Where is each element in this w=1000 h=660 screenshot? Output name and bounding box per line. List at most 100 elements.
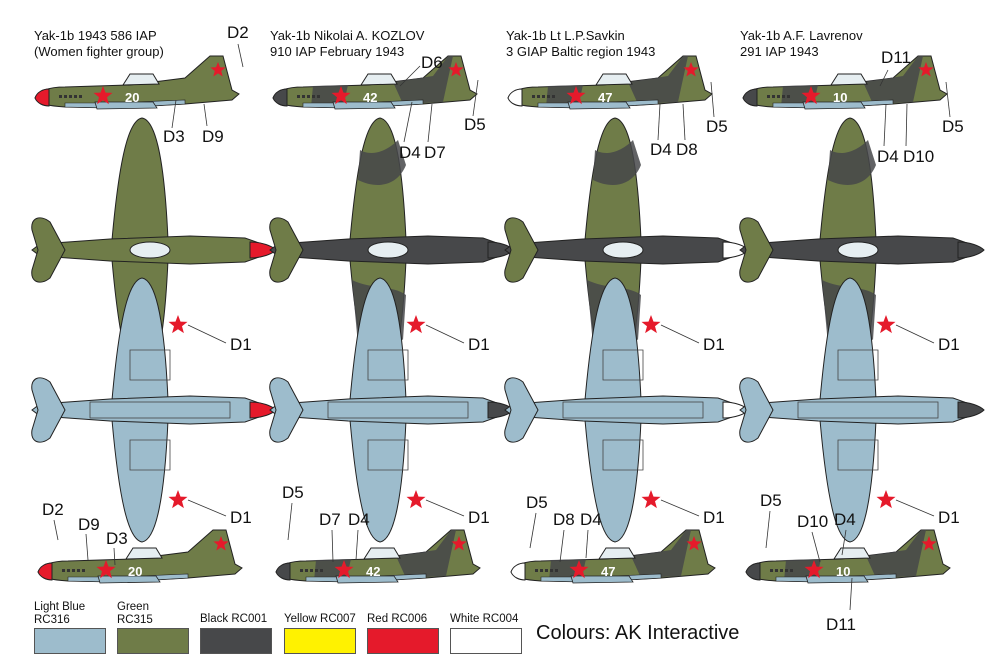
scheme-1-upper-side-profile: 20 [34, 55, 240, 110]
scheme-1-title: Yak-1b 1943 586 IAP (Women fighter group… [34, 28, 164, 60]
fuselage-star-icon [804, 560, 824, 579]
decal-label-d6: D6 [421, 53, 443, 72]
leader-line [710, 81, 715, 118]
canopy [833, 547, 871, 560]
tail-star-icon [213, 536, 229, 551]
decal-label-d11: D11 [881, 48, 911, 67]
swatch-red-label: Red RC006 [367, 613, 427, 626]
decal-label-d10: D10 [903, 147, 934, 166]
swatch-white-label: White RC004 [450, 613, 518, 626]
exhaust [535, 569, 538, 572]
canopy [129, 241, 171, 259]
exhaust [772, 95, 775, 98]
swatch-white-code: RC004 [482, 613, 519, 625]
gear-doors [129, 349, 171, 471]
decal-label-d7: D7 [319, 510, 341, 529]
decal-label-d8: D8 [676, 140, 698, 159]
exhaust [310, 569, 313, 572]
decal-label-d9: D9 [78, 515, 100, 534]
decal-label-d5: D5 [760, 491, 782, 510]
decal-label-d2: D2 [227, 23, 249, 42]
swatch-yellow [284, 628, 356, 654]
underside-star-icon [168, 490, 188, 509]
scheme-4-title: Yak-1b A.F. Lavrenov 291 IAP 1943 [740, 28, 863, 60]
scheme-2-underside-view [269, 277, 515, 543]
swatch-light-blue-code: RC316 [34, 614, 70, 626]
scheme-2-title-line2: 910 IAP February 1943 [270, 44, 405, 59]
tail-star-icon [683, 62, 699, 77]
scheme-1-title-line1: Yak-1b 1943 586 IAP [34, 28, 157, 43]
leader-line [403, 101, 413, 143]
exhaust [545, 569, 548, 572]
exhaust [79, 95, 82, 98]
underside-star-icon [641, 490, 661, 509]
fuselage [739, 395, 977, 425]
tailplane [31, 377, 66, 443]
exhaust [767, 95, 770, 98]
leader-line [841, 529, 847, 556]
decal-label-d1: D1 [230, 508, 252, 527]
exhaust [532, 95, 535, 98]
spinner [510, 562, 526, 581]
exhaust [547, 95, 550, 98]
decal-label-d8: D8 [553, 510, 575, 529]
swatch-black-code: RC001 [231, 613, 268, 625]
spinner [742, 88, 758, 107]
exhaust [775, 569, 778, 572]
exhaust [305, 569, 308, 572]
swatch-green [117, 628, 189, 654]
leader-line [113, 547, 116, 566]
decal-label-d10: D10 [797, 512, 828, 531]
fuselage-star-icon [569, 560, 589, 579]
swatch-yellow-label: Yellow RC007 [284, 613, 356, 626]
tailplane [269, 377, 304, 443]
decal-label-d5: D5 [526, 493, 548, 512]
decal-label-d1: D1 [703, 335, 725, 354]
scheme-2-title: Yak-1b Nikolai A. KOZLOV 910 IAP Februar… [270, 28, 424, 60]
tactical-number: 10 [836, 564, 850, 579]
decal-label-d4: D4 [834, 510, 856, 529]
panel-lines [327, 401, 469, 419]
underside-star-icon [876, 490, 896, 509]
underside-star-icon [641, 315, 661, 334]
canopy [367, 241, 409, 259]
decal-label-d9: D9 [202, 127, 224, 146]
scheme-4-lower-side-profile: 10 [745, 529, 951, 584]
exhaust [315, 569, 318, 572]
exhaust [782, 95, 785, 98]
exhaust [72, 569, 75, 572]
exhaust [59, 95, 62, 98]
canopy [125, 547, 163, 560]
swatch-white [450, 628, 522, 654]
fuselage [31, 395, 269, 425]
tailplane [504, 377, 539, 443]
tail-star-icon [451, 536, 467, 551]
camo-pattern [314, 530, 456, 581]
leader-line [331, 529, 334, 563]
decal-label-d4: D4 [399, 143, 421, 162]
leader-line [585, 529, 589, 559]
scheme-4-underside-view [739, 277, 985, 543]
exhaust [300, 569, 303, 572]
leader-line [287, 502, 293, 541]
underside-star-icon [876, 315, 896, 334]
swatch-red [367, 628, 439, 654]
leader-line [399, 65, 421, 87]
swatch-black-name: Black [200, 613, 229, 625]
swatch-black-label: Black RC001 [200, 613, 267, 626]
leader-line [472, 79, 479, 117]
scheme-4-title-line2: 291 IAP 1943 [740, 44, 819, 59]
decal-label-d4: D4 [877, 147, 899, 166]
decal-label-d5: D5 [282, 483, 304, 502]
swatch-green-name: Green [117, 601, 149, 613]
leader-line [355, 529, 359, 561]
decal-label-d5: D5 [706, 117, 728, 136]
decal-label-d3: D3 [106, 529, 128, 548]
decal-label-d1: D1 [938, 508, 960, 527]
scheme-3-title-line2: 3 GIAP Baltic region 1943 [506, 44, 656, 59]
leader-line [237, 43, 244, 68]
scheme-2-upper-side-profile: 42 [272, 55, 478, 110]
swatch-green-code: RC315 [117, 614, 153, 626]
